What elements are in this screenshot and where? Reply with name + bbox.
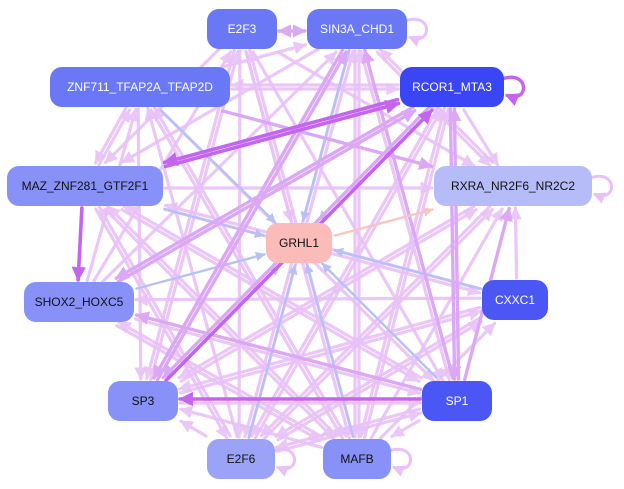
node-label: GRHL1 xyxy=(279,236,319,250)
node-box[interactable] xyxy=(323,439,391,479)
node-cxxc1[interactable]: CXXC1 xyxy=(482,280,548,320)
edge-sin3a_chd1-to-rxra_nr2f6_nr2c2 xyxy=(375,50,492,167)
edge-rcor1_mta3-to-rxra_nr2f6_nr2c2 xyxy=(462,108,500,167)
node-sin3a-chd1[interactable]: SIN3A_CHD1 xyxy=(307,9,407,49)
edge-shox2_hoxc5-to-rcor1_mta3 xyxy=(116,108,417,284)
edge-rxra_nr2f6_nr2c2-to-sp3 xyxy=(177,204,476,380)
node-shox2-hoxc5[interactable]: SHOX2_HOXC5 xyxy=(24,282,134,322)
edge-sp1-to-maz_znf281_gtf2f1 xyxy=(122,204,423,380)
edge-sp1-to-grhl1 xyxy=(321,262,438,379)
node-box[interactable] xyxy=(207,439,275,479)
self-loop-e2f6 xyxy=(272,447,296,477)
node-box[interactable] xyxy=(307,9,407,49)
self-loops-layer xyxy=(272,17,613,477)
node-box[interactable] xyxy=(422,381,492,421)
self-loop-rcor1_mta3 xyxy=(501,75,526,106)
edge-znf711_tfap2a_tfap2d-to-rxra_nr2f6_nr2c2 xyxy=(220,109,434,170)
node-label: SP1 xyxy=(446,394,469,408)
node-label: MAZ_ZNF281_GTF2F1 xyxy=(22,179,149,193)
node-sp1[interactable]: SP1 xyxy=(422,381,492,421)
edge-maz_znf281_gtf2f1-to-shox2_hoxc5 xyxy=(71,206,86,282)
edge-mafb-to-grhl1 xyxy=(304,263,355,438)
edge-e2f3-to-e2f6 xyxy=(232,49,246,439)
node-label: MAFB xyxy=(340,452,373,466)
node-maz-znf281-gtf2f1[interactable]: MAZ_ZNF281_GTF2F1 xyxy=(7,166,163,206)
node-box[interactable] xyxy=(434,166,592,206)
node-label: RCOR1_MTA3 xyxy=(412,80,492,94)
edge-sp3-to-rxra_nr2f6_nr2c2 xyxy=(179,208,478,383)
node-grhl1[interactable]: GRHL1 xyxy=(266,223,332,263)
edge-sin3a_chd1-to-grhl1 xyxy=(300,49,351,222)
edge-maz_znf281_gtf2f1-to-rcor1_mta3 xyxy=(163,99,401,169)
node-label: E2F3 xyxy=(228,22,257,36)
node-e2f3[interactable]: E2F3 xyxy=(207,9,277,49)
node-box[interactable] xyxy=(50,67,230,107)
node-label: ZNF711_TFAP2A_TFAP2D xyxy=(67,80,213,94)
edge-znf711_tfap2a_tfap2d-to-sin3a_chd1 xyxy=(221,41,308,69)
edge-znf711_tfap2a_tfap2d-to-mafb xyxy=(149,108,344,440)
self-loop-sin3a_chd1 xyxy=(404,17,428,47)
node-box[interactable] xyxy=(482,280,548,320)
edge-grhl1-to-rxra_nr2f6_nr2c2 xyxy=(333,207,434,237)
node-box[interactable] xyxy=(400,67,504,107)
node-box[interactable] xyxy=(108,381,178,421)
edge-maz_znf281_gtf2f1-to-znf711_tfap2a_tfap2d xyxy=(97,108,132,167)
edge-rcor1_mta3-to-shox2_hoxc5 xyxy=(114,105,415,280)
self-loop-rxra_nr2f6_nr2c2 xyxy=(589,174,613,204)
node-box[interactable] xyxy=(24,282,134,322)
node-mafb[interactable]: MAFB xyxy=(323,439,391,479)
edge-mafb-to-rcor1_mta3 xyxy=(363,107,452,440)
node-box[interactable] xyxy=(7,166,163,206)
edge-maz_znf281_gtf2f1-to-sp1 xyxy=(120,208,421,383)
node-box[interactable] xyxy=(207,9,277,49)
edge-e2f6-to-sp3 xyxy=(179,419,208,438)
edge-sp1-to-mafb xyxy=(390,419,421,438)
self-loop-mafb xyxy=(388,447,412,477)
node-label: RXRA_NR2F6_NR2C2 xyxy=(451,179,575,193)
node-label: CXXC1 xyxy=(495,293,535,307)
node-sp3[interactable]: SP3 xyxy=(108,381,178,421)
node-e2f6[interactable]: E2F6 xyxy=(207,439,275,479)
edge-sp3-to-sin3a_chd1 xyxy=(155,50,348,382)
node-label: SP3 xyxy=(132,394,155,408)
node-znf711-tfap2a-tfap2d[interactable]: ZNF711_TFAP2A_TFAP2D xyxy=(50,67,230,107)
node-box[interactable] xyxy=(266,223,332,263)
node-label: SIN3A_CHD1 xyxy=(320,22,394,36)
edge-sp1-to-rcor1_mta3 xyxy=(447,107,462,381)
node-label: SHOX2_HOXC5 xyxy=(35,295,124,309)
edge-shox2_hoxc5-to-grhl1 xyxy=(135,251,266,290)
node-rxra-nr2f6-nr2c2[interactable]: RXRA_NR2F6_NR2C2 xyxy=(434,166,592,206)
node-rcor1-mta3[interactable]: RCOR1_MTA3 xyxy=(400,67,504,107)
edge-sin3a_chd1-to-sp3 xyxy=(152,48,345,380)
edge-rcor1_mta3-to-sp1 xyxy=(447,107,462,381)
edge-cxxc1-to-rxra_nr2f6_nr2c2 xyxy=(509,206,522,280)
edge-e2f6-to-sp1 xyxy=(275,409,423,453)
node-label: E2F6 xyxy=(227,452,256,466)
edge-sp1-to-e2f6 xyxy=(274,407,422,451)
edge-rcor1_mta3-to-maz_znf281_gtf2f1 xyxy=(162,97,400,167)
edge-shox2_hoxc5-to-mafb xyxy=(115,324,322,442)
